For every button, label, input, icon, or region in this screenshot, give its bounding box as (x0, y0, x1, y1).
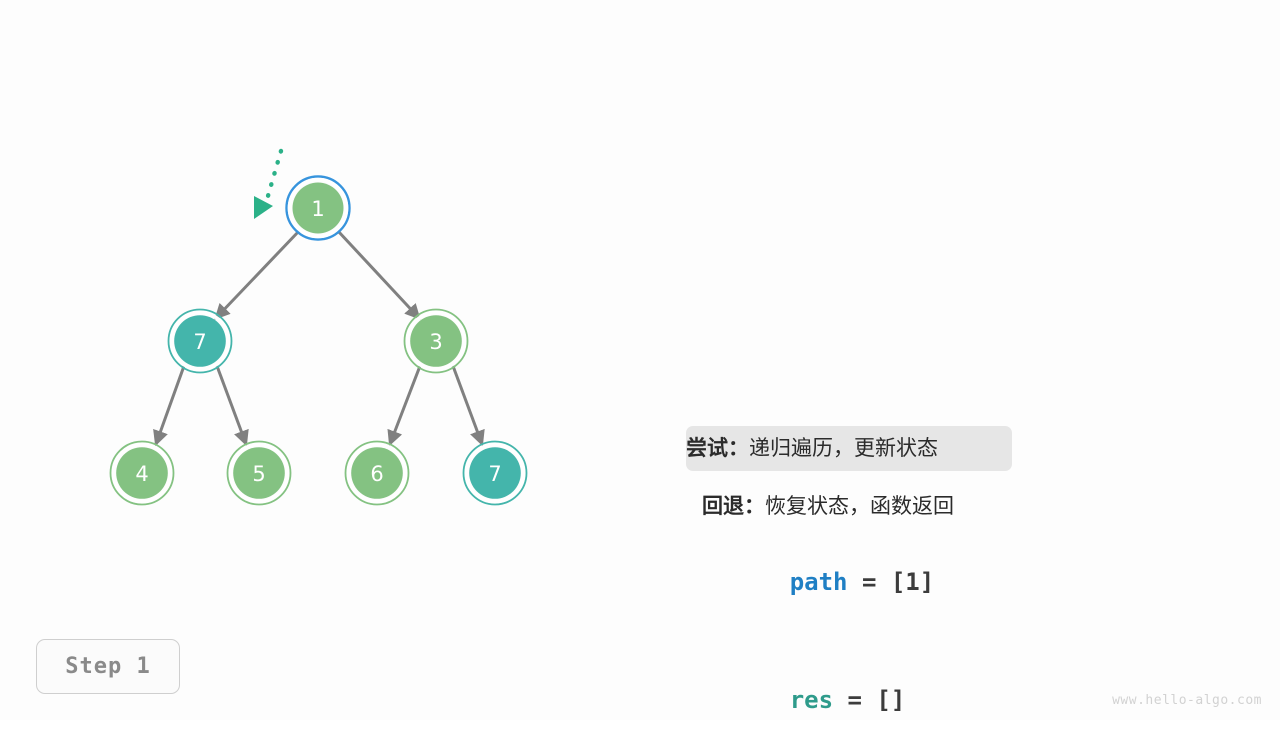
path-value: [1] (890, 568, 935, 596)
tree-node-7-right[interactable]: 7 (462, 440, 528, 506)
current-node-pointer (254, 148, 284, 219)
path-variable-name: path (789, 568, 848, 596)
step-badge: Step 1 (36, 639, 180, 694)
tree-node-5[interactable]: 5 (226, 440, 292, 506)
edge-1-to-3 (336, 229, 421, 320)
try-line: 尝试： 递归遍历，更新状态 (686, 429, 938, 467)
tree-node-1[interactable]: 1 (285, 175, 351, 241)
backtrack-label: 回退： (702, 493, 765, 518)
tree-node-7-left[interactable]: 7 (167, 308, 233, 374)
try-label: 尝试： (686, 435, 749, 460)
try-text: 递归遍历，更新状态 (749, 435, 938, 460)
backtrack-line: 回退： 恢复状态，函数返回 (702, 487, 954, 525)
pointer-arrow-icon (254, 196, 273, 219)
tree-node-6[interactable]: 6 (344, 440, 410, 506)
edge-7-to-5 (215, 365, 249, 447)
try-highlight-band (686, 426, 1012, 471)
res-value: [] (876, 686, 906, 714)
res-state-line: res = [] (703, 658, 906, 742)
res-equals: = (833, 686, 877, 714)
diagram-canvas: 1 7 3 4 (36, 148, 1262, 714)
path-equals: = (847, 568, 891, 596)
edge-1-to-7 (214, 229, 301, 320)
edge-3-to-6 (387, 365, 422, 447)
edge-3-to-7 (451, 365, 485, 447)
tree-edges (153, 229, 485, 447)
res-variable-name: res (789, 686, 834, 714)
tree-node-4[interactable]: 4 (109, 440, 175, 506)
watermark: www.hello-algo.com (1112, 693, 1262, 708)
binary-tree-diagram: 1 7 3 4 (109, 148, 528, 506)
edge-7-to-4 (153, 365, 186, 447)
tree-nodes: 1 7 3 4 (109, 175, 528, 506)
step-badge-label: Step 1 (65, 654, 151, 679)
backtrack-text: 恢复状态，函数返回 (765, 493, 954, 518)
tree-node-3[interactable]: 3 (403, 308, 469, 374)
pointer-dotted-trail (265, 148, 284, 199)
path-state-line: path = [1] (703, 540, 935, 624)
